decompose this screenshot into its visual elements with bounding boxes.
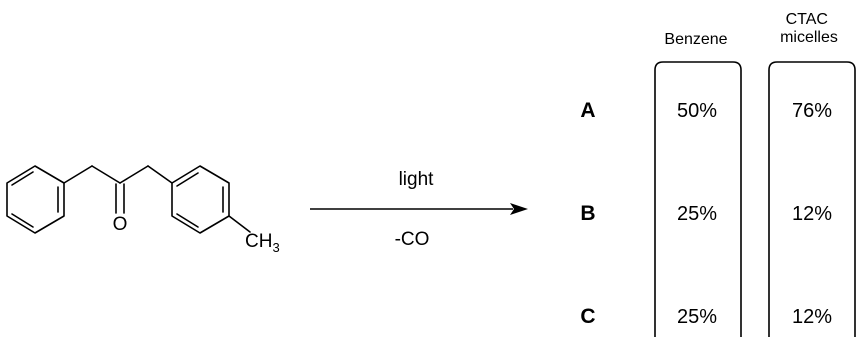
yield-a-ctac: 76% xyxy=(792,100,832,122)
methyl-label-subscript: 3 xyxy=(272,240,279,255)
yield-b-benzene: 25% xyxy=(677,203,717,225)
column-header-benzene: Benzene xyxy=(664,31,727,48)
column-header-ctac-micelles: CTAC micelles xyxy=(780,11,838,46)
row-label-c: C xyxy=(580,305,595,328)
ketone-chain xyxy=(63,165,173,214)
condition-light: light xyxy=(399,169,435,190)
phenyl-ring xyxy=(6,165,65,234)
header-line: CTAC xyxy=(786,11,828,28)
starting-material-structure xyxy=(6,165,251,234)
column-bracket-benzene xyxy=(654,61,742,337)
methyl-label-main: CH xyxy=(245,231,272,252)
tolyl-ring xyxy=(171,165,251,234)
oxygen-label: O xyxy=(113,214,128,235)
yield-c-benzene: 25% xyxy=(677,306,717,328)
column-bracket-ctac xyxy=(768,61,856,337)
methyl-bond xyxy=(228,215,251,233)
yield-c-ctac: 12% xyxy=(792,306,832,328)
arrowhead xyxy=(510,203,528,215)
yield-a-benzene: 50% xyxy=(677,100,717,122)
methyl-label: CH3 xyxy=(245,231,280,255)
yield-table: Benzene CTAC micelles A B C 50% 25% 25% … xyxy=(580,11,856,337)
reaction-arrow xyxy=(310,203,528,215)
row-label-a: A xyxy=(580,99,595,122)
row-label-b: B xyxy=(580,202,595,225)
condition-minus-co: -CO xyxy=(395,229,430,250)
yield-b-ctac: 12% xyxy=(792,203,832,225)
header-line: micelles xyxy=(780,29,838,46)
